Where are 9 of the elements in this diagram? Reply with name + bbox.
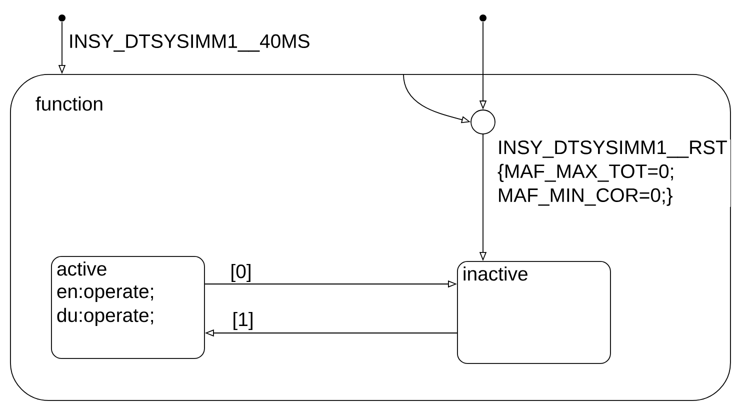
junction-circle xyxy=(470,110,496,134)
edge-label: INSY_DTSYSIMM1__40MS xyxy=(67,33,312,53)
edge-label: [0] xyxy=(229,262,253,284)
state-box: active en:operate; du:operate; xyxy=(51,256,205,359)
start-dot xyxy=(480,14,486,22)
state-box: inactive xyxy=(457,261,611,364)
edge-label: INSY_DTSYSIMM1__RST {MAF_MAX_TOT=0; MAF_MIN_COR=0;} xyxy=(496,139,730,207)
edge-label: [1] xyxy=(231,310,255,332)
start-dot xyxy=(58,14,66,22)
